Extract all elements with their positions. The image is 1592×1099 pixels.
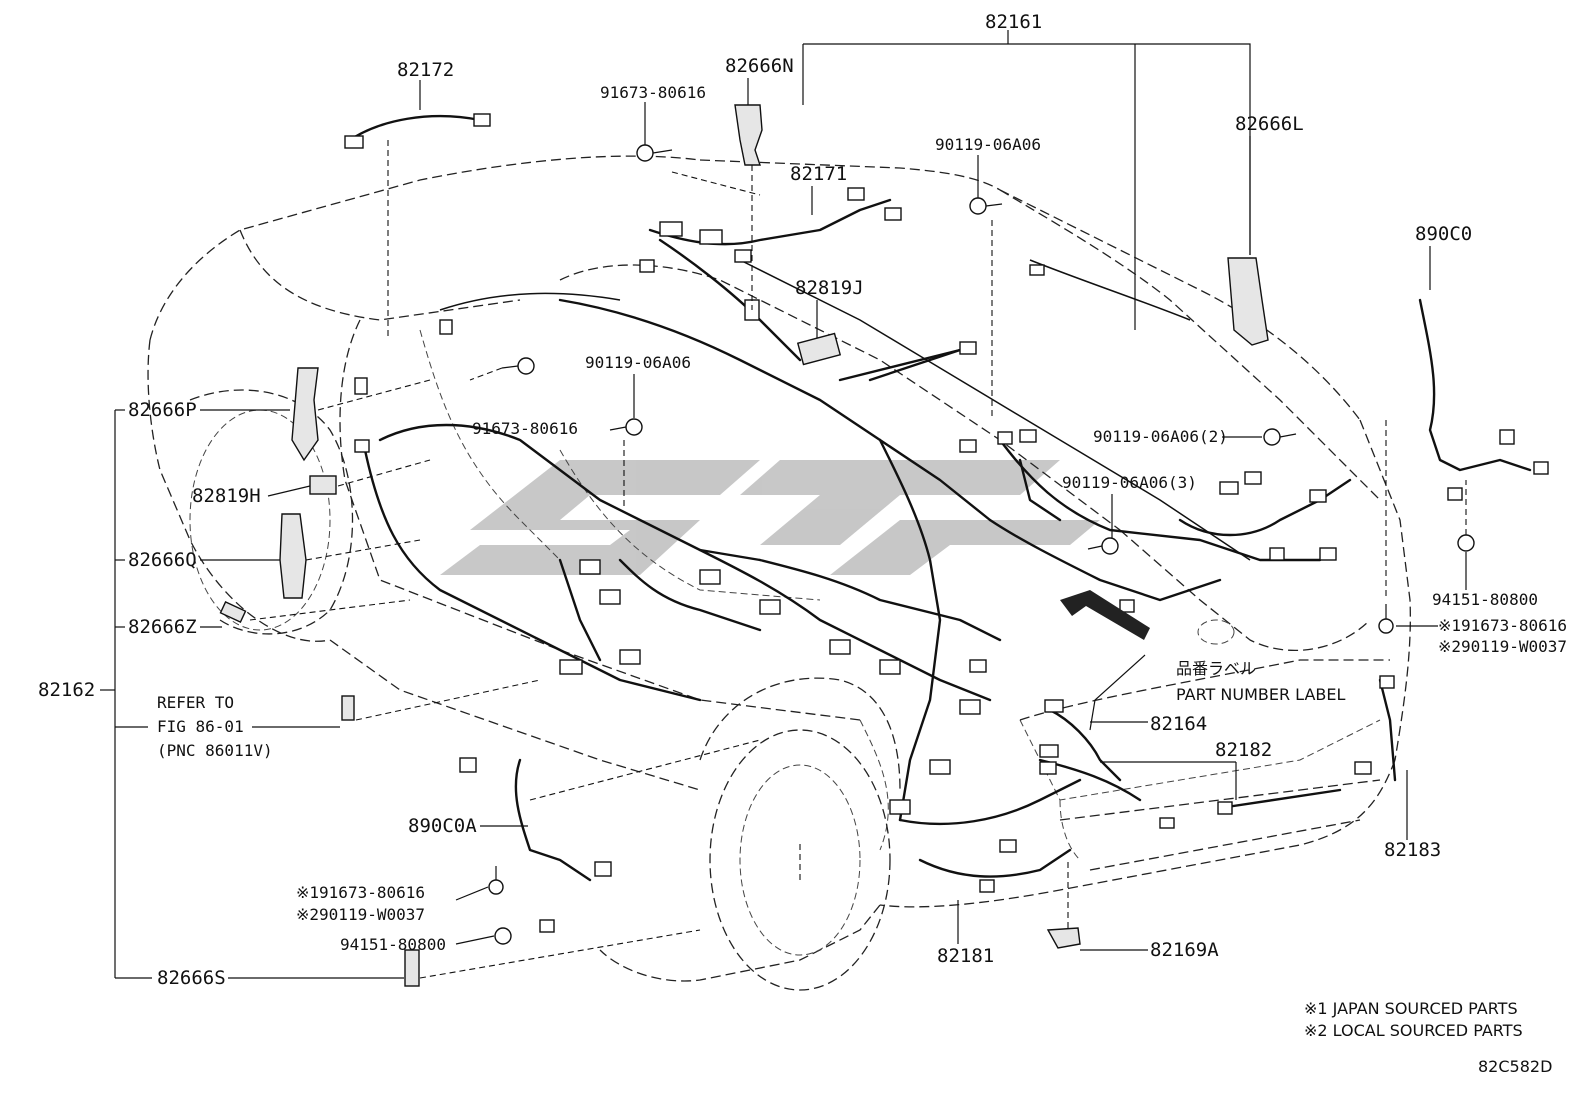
nut-94151-right bbox=[1457, 534, 1475, 552]
callout-90119-3: 90119-06A06(3) bbox=[1062, 473, 1197, 492]
callout-82162: 82162 bbox=[38, 679, 95, 701]
callout-82164: 82164 bbox=[1150, 713, 1207, 735]
bracket-82666N bbox=[734, 104, 763, 166]
relay-82819J bbox=[796, 332, 842, 366]
callout-82666L: 82666L bbox=[1235, 113, 1304, 135]
callout-94151-left: 94151-80800 bbox=[340, 935, 446, 954]
wiring-harness bbox=[348, 114, 1532, 882]
callout-82666N: 82666N bbox=[725, 55, 794, 77]
part-number-label-jp: 品番ラベル bbox=[1176, 659, 1256, 678]
callout-90119-top: 90119-06A06 bbox=[935, 135, 1041, 154]
callout-82169A: 82169A bbox=[1150, 939, 1219, 961]
callout-labels: 82161 82172 82666N 91673-80616 82171 901… bbox=[38, 11, 1567, 989]
bolt-90119-3 bbox=[1087, 537, 1119, 555]
footnote-japan: ※1 JAPAN SOURCED PARTS bbox=[1304, 999, 1518, 1018]
callout-82183: 82183 bbox=[1384, 839, 1441, 861]
callout-91673-mid: 91673-80616 bbox=[472, 419, 578, 438]
footnote-local: ※2 LOCAL SOURCED PARTS bbox=[1304, 1021, 1523, 1040]
callout-90119-2: 90119-06A06(2) bbox=[1093, 427, 1228, 446]
bolt-left-91673 bbox=[488, 866, 504, 895]
bolt-90119-mid bbox=[609, 418, 643, 436]
nut-94151-left bbox=[494, 927, 512, 945]
callout-left-local: ※290119-W0037 bbox=[296, 905, 425, 924]
footnotes: ※1 JAPAN SOURCED PARTS ※2 LOCAL SOURCED … bbox=[1304, 999, 1552, 1076]
callout-82161: 82161 bbox=[985, 11, 1042, 33]
bolt-right-91673 bbox=[1378, 604, 1394, 634]
callout-890C0A: 890C0A bbox=[408, 815, 477, 837]
harness-connectors bbox=[219, 104, 1549, 987]
refer-line-3: (PNC 86011V) bbox=[157, 741, 273, 760]
callout-82666Z: 82666Z bbox=[128, 616, 197, 638]
bolt-91673-mid bbox=[501, 357, 535, 375]
clip-82666S bbox=[404, 949, 420, 987]
callout-82181: 82181 bbox=[937, 945, 994, 967]
callout-890C0: 890C0 bbox=[1415, 223, 1472, 245]
bracket-82666P bbox=[291, 367, 319, 462]
vehicle-body-outline bbox=[147, 155, 1411, 991]
callout-82819J: 82819J bbox=[795, 277, 864, 299]
callout-82182: 82182 bbox=[1215, 739, 1272, 761]
callout-82666S: 82666S bbox=[157, 967, 226, 989]
bolt-90119-2 bbox=[1263, 428, 1297, 446]
callout-82171: 82171 bbox=[790, 163, 847, 185]
callout-right-local: ※290119-W0037 bbox=[1438, 637, 1567, 656]
bracket-82666Q bbox=[279, 513, 307, 599]
callout-82172: 82172 bbox=[397, 59, 454, 81]
refer-line-2: FIG 86-01 bbox=[157, 717, 244, 736]
bracket-82666L bbox=[1227, 257, 1269, 346]
callout-94151-right: 94151-80800 bbox=[1432, 590, 1538, 609]
watermark-logo bbox=[440, 460, 1100, 575]
part-number-label-marker bbox=[1060, 590, 1150, 640]
clip-82666Z bbox=[219, 600, 247, 624]
diagram-code: 82C582D bbox=[1478, 1057, 1552, 1076]
callout-82666Q: 82666Q bbox=[128, 549, 197, 571]
refer-line-1: REFER TO bbox=[157, 693, 234, 712]
bolt-90119-top bbox=[969, 197, 1003, 215]
callout-90119-mid: 90119-06A06 bbox=[585, 353, 691, 372]
callout-left-japan: ※191673-80616 bbox=[296, 883, 425, 902]
callout-82819H: 82819H bbox=[192, 485, 261, 507]
callout-82666P: 82666P bbox=[128, 399, 197, 421]
clip-82169A bbox=[1046, 927, 1081, 949]
callout-right-japan: ※191673-80616 bbox=[1438, 616, 1567, 635]
relay-82819H bbox=[309, 475, 337, 495]
callout-91673-top: 91673-80616 bbox=[600, 83, 706, 102]
leader-lines bbox=[100, 30, 1467, 979]
bolt-91673-top bbox=[636, 144, 673, 162]
part-number-label-en: PART NUMBER LABEL bbox=[1176, 685, 1345, 704]
clip-refer bbox=[341, 695, 355, 721]
